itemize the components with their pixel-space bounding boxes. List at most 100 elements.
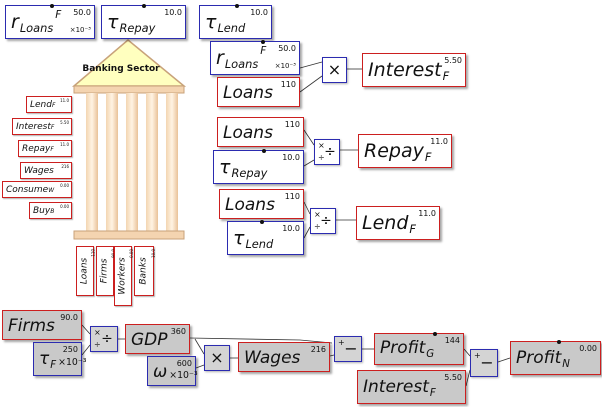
tau-lend-param[interactable]: τLend 10.0 xyxy=(199,4,272,39)
port-dot-icon xyxy=(50,4,54,8)
profit-n-value: 0.00 xyxy=(579,344,597,353)
tau-repay-param[interactable]: τRepay 10.0 xyxy=(101,4,186,39)
loans-value: 110 xyxy=(284,192,300,201)
port-dot-icon xyxy=(557,340,561,344)
bank-flow-value: 11.0 xyxy=(60,142,69,147)
firms-label: Firms xyxy=(8,316,55,336)
bank-flow-value: 0.00 xyxy=(60,183,69,188)
divide-icon: ÷ xyxy=(101,331,113,347)
tau-lend-variable-value: 10.0 xyxy=(282,224,300,233)
tau-repay-label: τRepay xyxy=(107,10,156,35)
profit-n-label: ProfitN xyxy=(516,348,570,370)
times-port-icon: × xyxy=(318,141,325,150)
port-dot-icon xyxy=(260,220,264,224)
multiply-icon: × xyxy=(327,60,342,79)
repay-f-flow[interactable]: RepayF 11.0 xyxy=(358,134,452,168)
interest-f-variable[interactable]: InterestF 5.50 xyxy=(357,370,466,404)
times-port-icon: × xyxy=(94,328,101,337)
multiply-operator-wages[interactable]: × xyxy=(204,345,230,371)
repay-f-value: 11.0 xyxy=(430,137,448,146)
bank-stock-label: Banks xyxy=(138,257,149,285)
interest-f-label: InterestF xyxy=(368,58,450,83)
interest-f-value: 5.50 xyxy=(444,56,462,65)
tau-repay-variable-value: 10.0 xyxy=(282,153,300,162)
r-loans-label: rLoansF xyxy=(11,8,62,35)
tau-repay-variable-label: τRepay xyxy=(219,155,268,180)
omega-variable[interactable]: ω×10⁻³ 600 xyxy=(147,356,198,386)
bank-stock-workers[interactable]: Workers 0.00 xyxy=(114,246,134,306)
divide-icon: ÷ xyxy=(320,213,332,229)
bank-stock-label: Loans xyxy=(79,257,90,285)
bank-flow-value: 11.0 xyxy=(60,98,69,103)
r-loans-scale: ×10⁻³ xyxy=(69,26,91,34)
bank-flow-value: 0.00 xyxy=(60,204,69,209)
lend-f-flow[interactable]: LendF 11.0 xyxy=(356,206,440,240)
bank-flow-interest[interactable]: InterestF 5.50 xyxy=(12,118,72,135)
r-loans-variable[interactable]: rLoansF 50.0 ×10⁻³ xyxy=(210,40,300,75)
wages-value: 216 xyxy=(310,345,326,354)
bank-stock-label: Workers xyxy=(117,257,128,295)
port-dot-icon xyxy=(261,40,265,44)
loans-variable-c[interactable]: Loans 110 xyxy=(219,189,304,219)
bank-flow-buy[interactable]: BuyB 0.00 xyxy=(29,202,72,219)
profit-g-value: 144 xyxy=(444,336,460,345)
tau-f-label: τF×10⁻³ xyxy=(39,349,87,371)
minus-operator-profit-g[interactable]: + − xyxy=(334,336,362,362)
bank-flow-consume[interactable]: ConsumeW 0.00 xyxy=(2,181,72,198)
times-port-icon: × xyxy=(314,210,321,219)
profit-n-variable[interactable]: ProfitN 0.00 xyxy=(510,340,601,375)
profit-g-variable[interactable]: ProfitG 144 xyxy=(374,332,464,365)
bank-flow-repay[interactable]: RepayF 11.0 xyxy=(18,140,72,157)
gdp-variable[interactable]: GDP 360 xyxy=(125,324,190,354)
loans-label: Loans xyxy=(223,83,273,103)
divide-port-icon: ÷ xyxy=(318,153,325,162)
loans-variable-b[interactable]: Loans 110 xyxy=(217,117,304,147)
tau-repay-variable[interactable]: τRepay 10.0 xyxy=(213,149,304,184)
minus-icon: − xyxy=(344,339,358,358)
bank-stock-label: Firms xyxy=(99,258,110,284)
divide-operator-lend[interactable]: × ÷ ÷ xyxy=(310,208,336,234)
interest-f-flow[interactable]: InterestF 5.50 xyxy=(362,53,466,87)
multiply-operator[interactable]: × xyxy=(322,57,347,83)
interest-f-variable-value: 5.50 xyxy=(444,373,462,382)
r-loans-variable-label: rLoansF xyxy=(216,44,267,71)
bank-stock-value: 10.0 xyxy=(151,249,156,258)
tau-f-value: 250 xyxy=(62,345,78,354)
plus-port-icon: + xyxy=(338,338,345,347)
gdp-value: 360 xyxy=(170,327,186,336)
loans-variable-a[interactable]: Loans 110 xyxy=(217,77,300,107)
r-loans-variable-value: 50.0 xyxy=(278,44,296,53)
bank-flow-wages[interactable]: Wages 216 xyxy=(20,162,72,179)
r-loans-param[interactable]: rLoansF 50.0 ×10⁻³ xyxy=(5,4,95,39)
repay-f-label: RepayF xyxy=(364,139,432,164)
tau-lend-label: τLend xyxy=(205,10,246,35)
port-dot-icon xyxy=(142,4,146,8)
bank-flow-lend[interactable]: LendF 11.0 xyxy=(26,96,72,113)
omega-label: ω×10⁻³ xyxy=(153,362,198,382)
bank-stock-loans[interactable]: Loans 110 xyxy=(76,246,96,296)
interest-f-variable-label: InterestF xyxy=(363,377,436,399)
divide-operator-gdp[interactable]: × ÷ ÷ xyxy=(90,326,118,352)
firms-value: 90.0 xyxy=(60,313,78,322)
port-dot-icon xyxy=(433,332,437,336)
firms-variable[interactable]: Firms 90.0 xyxy=(2,310,82,340)
bank-stock-firms[interactable]: Firms 90.0 xyxy=(96,246,116,296)
tau-lend-value: 10.0 xyxy=(250,8,268,17)
wages-variable[interactable]: Wages 216 xyxy=(238,342,330,372)
r-loans-variable-scale: ×10⁻³ xyxy=(274,62,296,70)
tau-f-variable[interactable]: τF×10⁻³ 250 xyxy=(33,342,87,376)
bank-flow-value: 216 xyxy=(61,164,69,169)
bank-flow-value: 5.50 xyxy=(60,120,69,125)
loans-value: 110 xyxy=(284,120,300,129)
divide-operator-repay[interactable]: × ÷ ÷ xyxy=(314,139,340,165)
tau-lend-variable[interactable]: τLend 10.0 xyxy=(227,220,304,255)
loans-label: Loans xyxy=(223,123,273,143)
bank-stock-banks[interactable]: Banks 10.0 xyxy=(134,246,156,296)
bank-flow-label: BuyB xyxy=(33,206,55,216)
loans-value: 110 xyxy=(280,80,296,89)
minus-operator-profit-n[interactable]: + − xyxy=(470,349,498,377)
banking-sector-title: Banking Sector xyxy=(82,64,160,74)
r-loans-value: 50.0 xyxy=(73,8,91,17)
bank-flow-label: Wages xyxy=(24,166,54,176)
divide-icon: ÷ xyxy=(324,144,336,160)
